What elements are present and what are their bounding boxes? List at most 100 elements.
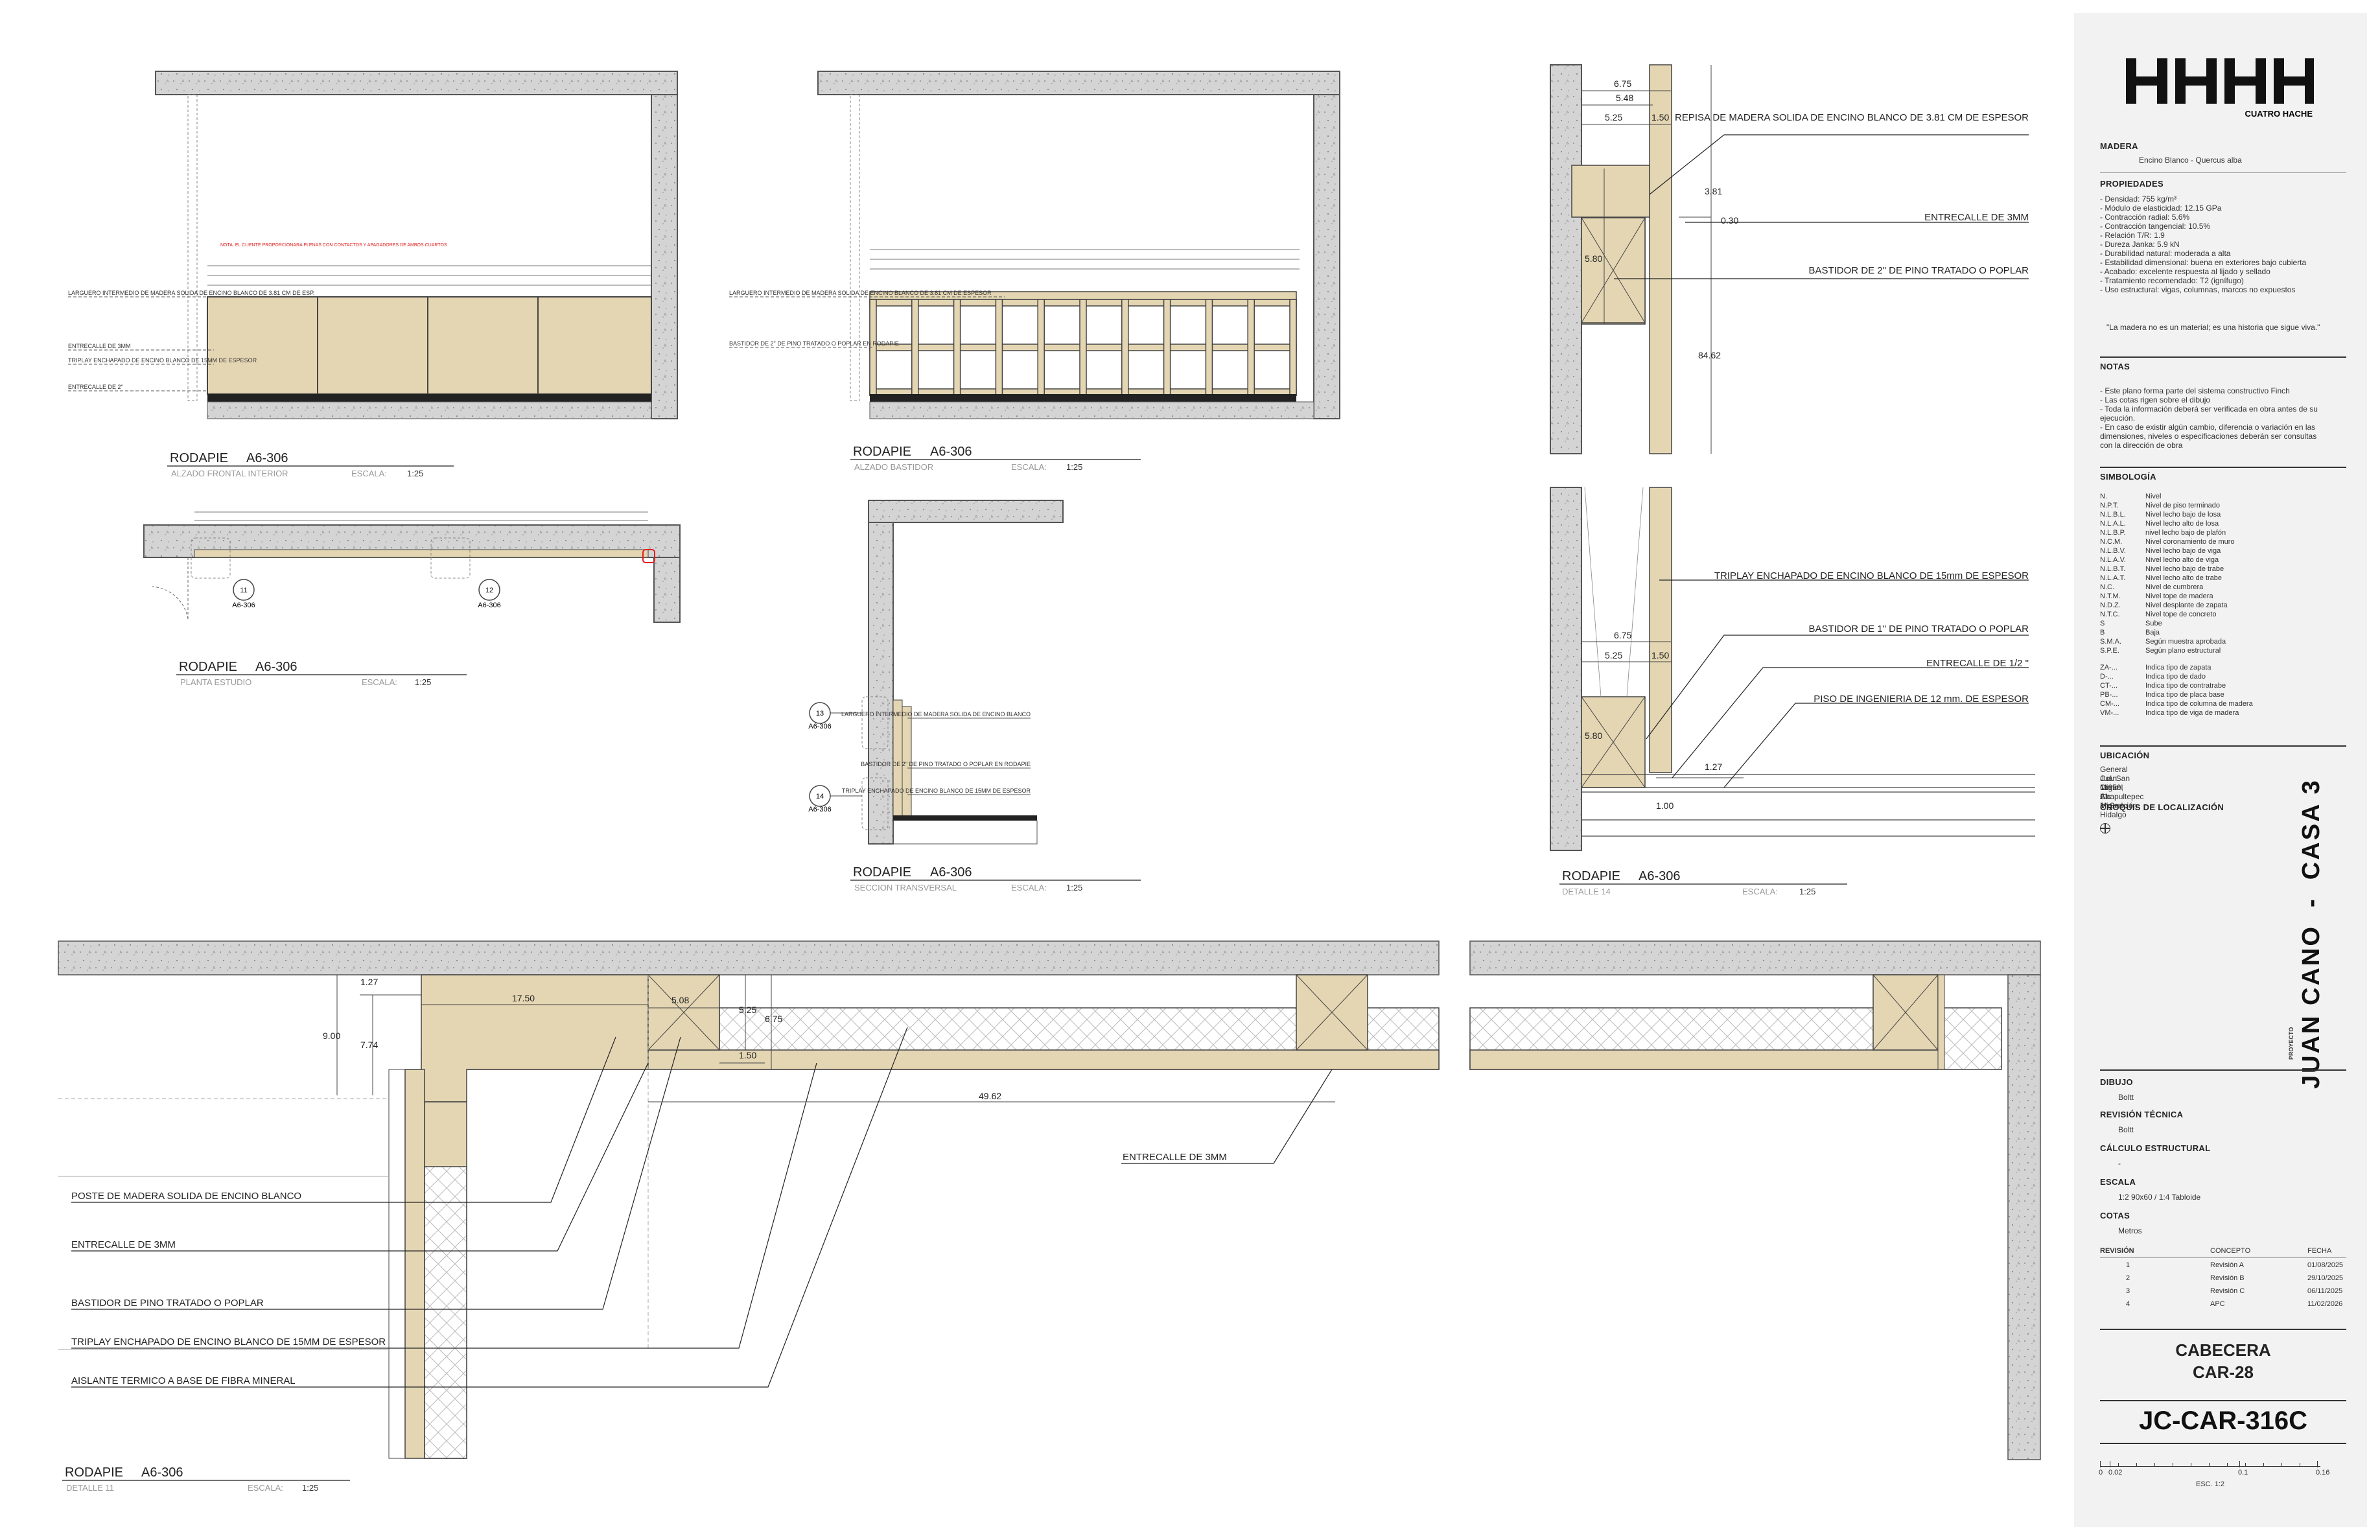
svg-text:5.80: 5.80 — [1585, 253, 1602, 264]
bastidor-member — [995, 299, 1003, 396]
svg-text:14: 14 — [816, 793, 824, 800]
svg-text:5.25: 5.25 — [739, 1005, 756, 1015]
scale-tick-label: 0 — [2099, 1469, 2103, 1476]
svg-text:1.00: 1.00 — [1656, 800, 1674, 811]
propiedad-item: - Acabado: excelente respuesta al lijado… — [2100, 267, 2270, 276]
madera-heading: MADERA — [2100, 141, 2138, 151]
svg-text:1:25: 1:25 — [302, 1483, 318, 1493]
svg-text:5.25: 5.25 — [1605, 650, 1622, 660]
svg-text:ESCALA:: ESCALA: — [1011, 462, 1047, 472]
svg-text:1.50: 1.50 — [1651, 650, 1669, 660]
nota-item: con la dirección de obra — [2100, 441, 2183, 450]
svg-text:A6-306: A6-306 — [232, 601, 255, 609]
svg-text:5.48: 5.48 — [1616, 93, 1633, 103]
callout-11[interactable]: 11 A6-306 — [232, 579, 255, 609]
label-larguero-v4: LARGUERO INTERMEDIO DE MADERA SOLIDA DE … — [841, 711, 1031, 718]
svg-text:A6-306: A6-306 — [478, 601, 500, 609]
svg-text:17.50: 17.50 — [512, 993, 535, 1003]
propiedad-item: - Contracción radial: 5.6% — [2100, 213, 2190, 222]
label-bastidor-v4: BASTIDOR DE 2" DE PINO TRATADO O POPLAR … — [861, 761, 1031, 767]
project-name: JUAN CANO — [2298, 925, 2325, 1089]
label-triplay-v5: TRIPLAY ENCHAPADO DE ENCINO BLANCO DE 15… — [1714, 570, 2029, 581]
svg-text:ESCALA:: ESCALA: — [1011, 883, 1047, 892]
svg-text:A6-306: A6-306 — [246, 451, 288, 465]
callout-12[interactable]: 12 A6-306 — [478, 579, 501, 609]
svg-text:5.80: 5.80 — [1585, 730, 1602, 741]
svg-text:1:25: 1:25 — [1066, 462, 1082, 472]
label-triplay-v4: TRIPLAY ENCHAPADO DE ENCINO BLANCO DE 15… — [842, 788, 1031, 794]
propiedad-item: - Relación T/R: 1.9 — [2100, 231, 2165, 240]
label-aislante: AISLANTE TERMICO A BASE DE FIBRA MINERAL — [71, 1375, 296, 1386]
label-poste: POSTE DE MADERA SOLIDA DE ENCINO BLANCO — [71, 1191, 301, 1202]
callout-13[interactable]: 13 A6-306 — [808, 702, 862, 730]
nota-item: - Toda la información deberá ser verific… — [2100, 404, 2318, 414]
svg-text:A6-306: A6-306 — [808, 806, 831, 813]
title-v5: RODAPIE A6-306 DETALLE 14 ESCALA: 1:25 — [1559, 869, 1847, 896]
svg-text:6.75: 6.75 — [765, 1014, 782, 1024]
label-entrecalle12-v5: ENTRECALLE DE 1/2 " — [1926, 658, 2029, 669]
svg-text:A6-306: A6-306 — [141, 1465, 183, 1480]
svg-text:RODAPIE: RODAPIE — [65, 1465, 123, 1480]
ubicacion-heading: UBICACIÓN — [2100, 751, 2150, 760]
revision-heading: REVISIÓN TÉCNICA — [2100, 1110, 2184, 1119]
view-alzado-frontal: NOTA: EL CLIENTE PROPORCIONARA PLENAS CO… — [68, 71, 678, 419]
ubicacion-item: Col. San Miguel Chapultepec 1° Sección — [2100, 774, 2144, 810]
label-entrecalle-v6: ENTRECALLE DE 3MM — [71, 1239, 176, 1250]
madera-species: Encino Blanco - Quercus alba — [2139, 156, 2242, 165]
bastidor-member — [1037, 299, 1045, 396]
label-larguero: LARGUERO INTERMEDIO DE MADERA SOLIDA DE … — [68, 290, 314, 296]
svg-text:1:25: 1:25 — [1799, 887, 1815, 896]
label-triplay: TRIPLAY ENCHAPADO DE ENCINO BLANCO DE 15… — [68, 357, 257, 364]
svg-text:RODAPIE: RODAPIE — [170, 451, 228, 465]
svg-text:ESCALA:: ESCALA: — [362, 677, 397, 687]
label-entrecalle-v5: ENTRECALLE DE 3MM — [1924, 212, 2029, 223]
label-bastidor-v2: BASTIDOR DE 2" DE PINO TRATADO O POPLAR … — [729, 340, 899, 347]
title-block: CUATRO HACHE MADERA Encino Blanco - Quer… — [2074, 13, 2367, 1527]
nota-item: dimensiones, niveles o especificaciones … — [2100, 432, 2317, 441]
view-planta-estudio: 11 A6-306 12 A6-306 — [143, 511, 681, 623]
svg-text:5.08: 5.08 — [671, 995, 689, 1005]
bastidor-member — [953, 299, 961, 396]
title-v1: RODAPIE A6-306 ALZADO FRONTAL INTERIOR E… — [167, 451, 454, 478]
svg-text:A6-306: A6-306 — [255, 660, 298, 674]
sheet-title: CABECERA — [2175, 1340, 2271, 1360]
nota-item: ejecución. — [2100, 414, 2136, 423]
dibujo-value: Boltt — [2118, 1093, 2134, 1102]
propiedad-item: - Estabilidad dimensional: buena en exte… — [2100, 258, 2307, 267]
title-v6: RODAPIE A6-306 DETALLE 11 ESCALA: 1:25 — [62, 1465, 350, 1493]
svg-text:6.75: 6.75 — [1614, 78, 1631, 89]
propiedad-item: - Dureza Janka: 5.9 kN — [2100, 240, 2180, 249]
label-bastidor-v6: BASTIDOR DE PINO TRATADO O POPLAR — [71, 1298, 264, 1309]
svg-text:1.50: 1.50 — [1651, 112, 1669, 122]
label-triplay-v6: TRIPLAY ENCHAPADO DE ENCINO BLANCO DE 15… — [71, 1336, 386, 1348]
svg-text:DETALLE 11: DETALLE 11 — [66, 1483, 114, 1493]
scale-tick-label: 0.1 — [2238, 1469, 2248, 1476]
calculo-heading: CÁLCULO ESTRUCTURAL — [2100, 1143, 2211, 1153]
propiedad-item: - Tratamiento recomendado: T2 (ignífugo) — [2100, 276, 2244, 285]
svg-text:84.62: 84.62 — [1698, 350, 1721, 360]
svg-text:1:25: 1:25 — [407, 469, 423, 478]
svg-text:ESCALA:: ESCALA: — [248, 1483, 283, 1493]
scale-tick-label: 0.02 — [2108, 1469, 2123, 1476]
ubicacion-item: 11850, Alc. Miguel Hidalgo — [2100, 783, 2127, 819]
svg-text:A6-306: A6-306 — [808, 723, 831, 730]
propiedad-item: - Densidad: 755 kg/m³ — [2100, 194, 2177, 204]
cotas-heading: COTAS — [2100, 1211, 2130, 1220]
propiedad-item: - Contracción tangencial: 10.5% — [2100, 222, 2211, 231]
propiedad-item: - Durabilidad natural: moderada a alta — [2100, 249, 2231, 258]
svg-text:49.62: 49.62 — [979, 1091, 1001, 1101]
simbologia-heading: SIMBOLOGÍA — [2100, 472, 2156, 482]
svg-text:RODAPIE: RODAPIE — [179, 660, 237, 674]
bastidor-member — [911, 299, 919, 396]
svg-text:3.81: 3.81 — [1705, 186, 1722, 196]
svg-text:A6-306: A6-306 — [930, 445, 972, 459]
propiedad-item: - Uso estructural: vigas, columnas, marc… — [2100, 285, 2296, 294]
callout-14[interactable]: 14 A6-306 — [808, 785, 862, 813]
svg-text:A6-306: A6-306 — [1639, 869, 1681, 883]
svg-text:PLANTA ESTUDIO: PLANTA ESTUDIO — [180, 677, 251, 687]
svg-text:ALZADO BASTIDOR: ALZADO BASTIDOR — [854, 462, 933, 472]
escala-heading: ESCALA — [2100, 1177, 2136, 1187]
